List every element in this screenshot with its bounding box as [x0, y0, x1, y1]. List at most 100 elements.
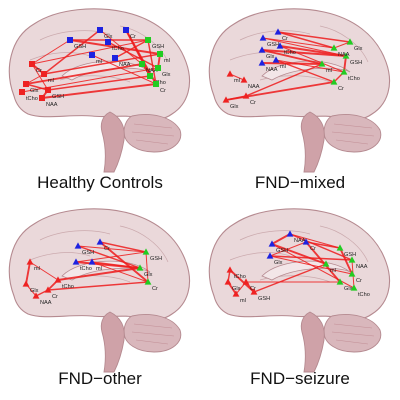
node-marker	[54, 276, 62, 283]
node-label: Glx	[144, 272, 153, 278]
node-label: ml	[164, 58, 170, 64]
node-marker	[22, 280, 30, 287]
node-marker	[258, 59, 266, 66]
connection-edge	[25, 63, 143, 85]
node-marker	[302, 238, 310, 245]
caption-fnd-other: FND−other	[58, 369, 142, 388]
node-marker	[342, 52, 350, 59]
node-marker	[266, 252, 274, 259]
gyri-lines	[229, 25, 369, 83]
node-label: NAA	[356, 264, 368, 270]
brainstem	[100, 111, 125, 173]
connection-edge	[277, 31, 351, 43]
node-marker	[155, 65, 161, 71]
node-marker	[29, 61, 35, 67]
node-marker	[144, 278, 152, 285]
node-marker	[41, 71, 47, 77]
node-label: ml	[280, 64, 286, 70]
node-label: ml	[326, 68, 332, 74]
node-label: NAA	[40, 300, 52, 306]
node-marker	[350, 284, 358, 291]
gyri-lines	[29, 25, 169, 83]
node-marker	[232, 290, 240, 297]
cerebellum	[123, 114, 182, 153]
node-label: Cr	[130, 34, 136, 40]
node-label: ml	[330, 268, 336, 274]
connection-edge	[31, 39, 71, 65]
node-marker	[32, 292, 40, 299]
node-label: ml	[48, 78, 54, 84]
connection-edge	[333, 41, 351, 49]
node-label: NAA	[119, 62, 131, 68]
node-marker	[19, 89, 25, 95]
connection-edge	[91, 261, 149, 283]
connection-edge	[25, 261, 31, 285]
node-marker	[96, 238, 104, 245]
node-marker	[39, 95, 45, 101]
brainstem	[300, 311, 325, 373]
node-label: GSH	[152, 44, 164, 50]
node-marker	[259, 34, 267, 41]
node-label: GSH	[52, 94, 64, 100]
node-label: Glx	[230, 104, 239, 110]
node-marker	[242, 278, 250, 285]
node-label: tCho	[62, 284, 74, 290]
connection-edge	[147, 39, 157, 85]
node-marker	[346, 38, 354, 45]
connection-edge	[261, 49, 347, 57]
node-marker	[340, 68, 348, 75]
node-label: Glx	[354, 46, 363, 52]
connection-edge	[47, 75, 151, 91]
node-label: GSH	[350, 60, 362, 66]
connection-edge	[305, 241, 341, 283]
node-marker	[44, 286, 52, 293]
connection-edge	[277, 31, 335, 49]
node-label: NAA	[338, 52, 350, 58]
cerebellum	[323, 114, 382, 153]
connection-edge	[279, 45, 345, 73]
connection-edge	[269, 241, 307, 257]
node-label: Cr	[160, 88, 166, 94]
node-marker	[272, 56, 280, 63]
connection-edge	[77, 245, 147, 253]
connection-edge	[289, 233, 353, 261]
node-label: GSH	[150, 256, 162, 262]
gyri-lines	[229, 225, 369, 283]
node-marker	[222, 96, 230, 103]
node-marker	[89, 52, 95, 58]
node-marker	[276, 42, 284, 49]
node-label: Cr	[356, 278, 362, 284]
node-marker	[97, 27, 103, 33]
node-marker	[74, 242, 82, 249]
node-label: Cr	[282, 36, 288, 42]
connection-edge	[21, 67, 159, 93]
cerebellum	[323, 314, 382, 353]
brain-outlines	[8, 8, 390, 373]
node-label: tCho	[112, 46, 124, 52]
node-marker	[336, 244, 344, 251]
caption-fnd-mixed: FND−mixed	[255, 173, 345, 192]
node-label: ml	[234, 78, 240, 84]
node-marker	[139, 61, 145, 67]
node-label: NAA	[248, 84, 260, 90]
connection-edge	[269, 255, 353, 261]
connection-edge	[225, 95, 247, 101]
node-label: Cr	[152, 286, 158, 292]
node-marker	[330, 78, 338, 85]
node-label: tCho	[154, 80, 166, 86]
node-marker	[142, 248, 150, 255]
node-marker	[88, 258, 96, 265]
connection-edge	[91, 54, 157, 85]
node-marker	[286, 230, 294, 237]
node-marker	[136, 264, 144, 271]
node-label: GSH	[267, 42, 279, 48]
node-label: Glx	[266, 54, 275, 60]
node-marker	[145, 37, 151, 43]
node-label: Cr	[36, 68, 42, 74]
connection-edge	[339, 247, 353, 275]
connection-edge	[279, 45, 347, 57]
connection-edge	[43, 29, 101, 75]
cerebellum-folia	[331, 323, 375, 345]
